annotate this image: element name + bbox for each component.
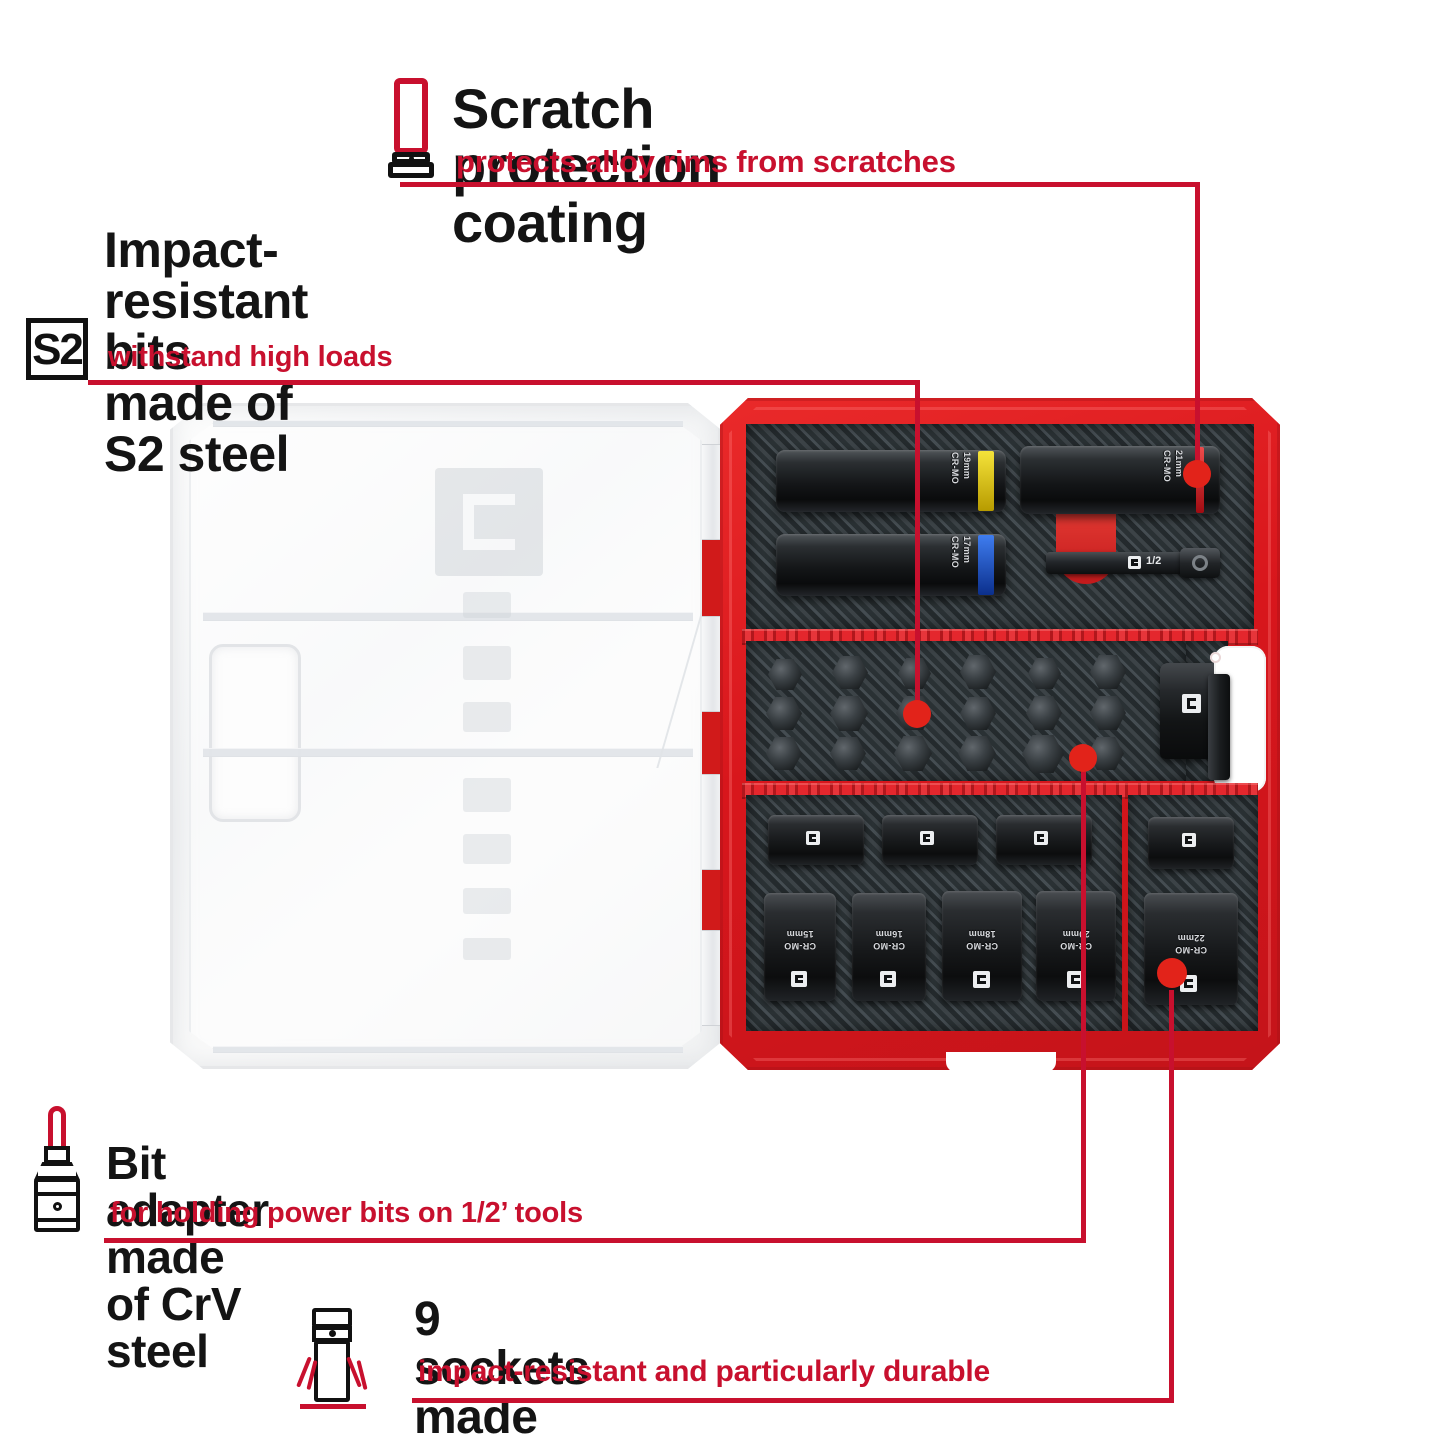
callout-target-dot [1183,460,1211,488]
bit-hex[interactable] [766,737,802,770]
extension-bar[interactable] [1208,674,1230,780]
bit-hex[interactable] [1090,696,1126,730]
brand-chip-icon [791,971,807,987]
bit-hex[interactable] [960,697,996,730]
lid-ghost-logo [435,468,543,576]
lid-ghost-mark [463,702,511,732]
hinge-knuckle [702,774,724,870]
callout-subtitle: protects alloy rims from scratches [456,144,956,179]
brand-chip-icon [1128,556,1141,569]
bit-hex[interactable] [898,658,931,689]
lid-rib [213,420,683,427]
socket-color-band-blue [978,535,994,595]
bottom-compartment-right: CR-MO 22mm [1128,795,1258,1031]
red-socket-tray: CR-MO 19mm CR-MO 17mm CR-MO 21mm 1/2 [720,398,1280,1070]
s2-badge-icon: S2 [26,318,88,380]
socket-label-16mm: CR-MO [873,941,905,951]
lid-rib [203,612,693,621]
brand-chip-icon [1182,694,1201,713]
socket-size-18mm: 18mm [968,929,996,939]
long-socket-icon [388,78,434,180]
middle-compartment [746,641,1186,781]
callout-connector [1081,762,1086,1243]
brand-chip-icon [1034,831,1048,845]
lid-ghost-mark [463,778,511,812]
lid-ghost-mark [463,646,511,680]
socket-color-band-yellow [978,451,994,511]
lid-rib [203,748,693,757]
callout-underline [88,380,920,385]
bit-adapter-half-inch[interactable] [1046,552,1186,574]
callout-underline [104,1238,1086,1243]
callout-connector [1169,990,1174,1402]
callout-title: Impact-resistant bits made of S2 steel [104,222,308,482]
socket-label-21mm: CR-MO [1162,450,1172,482]
hinge-knuckle [702,930,724,1026]
socket-size-16mm: 16mm [875,929,903,939]
brand-chip-icon [1182,833,1196,847]
callout-subtitle: withstand high loads [108,341,393,373]
bit-hex[interactable] [1026,696,1062,730]
bit-hex[interactable] [1090,655,1126,689]
top-compartment: CR-MO 19mm CR-MO 17mm CR-MO 21mm 1/2 [746,424,1254,629]
brand-chip-icon [880,971,896,987]
socket-size-20mm: 20mm [1062,929,1090,939]
lid-handle[interactable] [209,644,301,822]
bit-hex[interactable] [766,697,802,730]
callout-target-dot [1069,744,1097,772]
deep-socket-19mm[interactable] [776,450,1006,512]
lid-ghost-mark [463,938,511,960]
bit-hex[interactable] [958,736,996,771]
callout-subtitle: for holding power bits on 1/2’ tools [110,1197,583,1229]
socket-label-22mm: CR-MO [1175,945,1207,955]
transparent-case-lid [170,403,721,1069]
impact-socket-icon [296,1308,368,1410]
bottom-compartment: CR-MO 15mm CR-MO 16mm CR-MO 18mm CR-MO 2… [746,795,1122,1031]
socket-label-19mm: CR-MO [950,452,960,484]
callout-subtitle: impact-resistant and particularly durabl… [418,1355,990,1388]
socket-label-17mm: CR-MO [950,536,960,568]
lid-ghost-mark [463,834,511,864]
bit-adapter-icon [32,1106,84,1236]
tray-latch-notch[interactable] [946,1052,1056,1070]
tray-mount-hole [1210,652,1221,663]
socket-label-15mm: CR-MO [784,941,816,951]
socket-label-18mm: CR-MO [966,941,998,951]
callout-title: Bit adapter made of CrV steel [106,1137,269,1377]
brand-chip-icon [1067,971,1084,988]
callout-underline [400,182,1200,187]
lid-ghost-mark [463,592,511,618]
hinge-knuckle [702,616,724,712]
bit-hex[interactable] [768,659,802,690]
adapter-detent-ring-icon [1192,555,1208,571]
case-hinge [702,444,724,1026]
bit-hex[interactable] [830,696,868,731]
impact-socket-set-case: CR-MO 19mm CR-MO 17mm CR-MO 21mm 1/2 [170,398,1280,1073]
brand-chip-icon [973,971,990,988]
bit-hex[interactable] [960,655,996,689]
socket-size-19mm: 19mm [962,452,972,480]
callout-underline [412,1398,1174,1403]
deep-socket-17mm[interactable] [776,534,1006,596]
callout-target-dot [1157,958,1187,988]
adapter-size-label: 1/2 [1146,555,1162,567]
callout-connector [1195,182,1200,477]
lid-rib [213,1046,683,1053]
socket-label-20mm: CR-MO [1060,941,1092,951]
bit-hex[interactable] [830,737,866,770]
callout-connector [915,380,920,715]
bit-hex[interactable] [894,736,932,771]
lid-ghost-mark [463,888,511,914]
callout-target-dot [903,700,931,728]
brand-chip-icon [920,831,934,845]
bit-hex[interactable] [832,656,868,689]
brand-chip-icon [806,831,820,845]
hinge-knuckle [702,444,724,540]
socket-size-22mm: 22mm [1177,933,1205,943]
socket-size-15mm: 15mm [786,929,814,939]
bit-hex[interactable] [1028,658,1061,689]
bit-hex[interactable] [1022,735,1064,773]
socket-size-17mm: 17mm [962,536,972,564]
